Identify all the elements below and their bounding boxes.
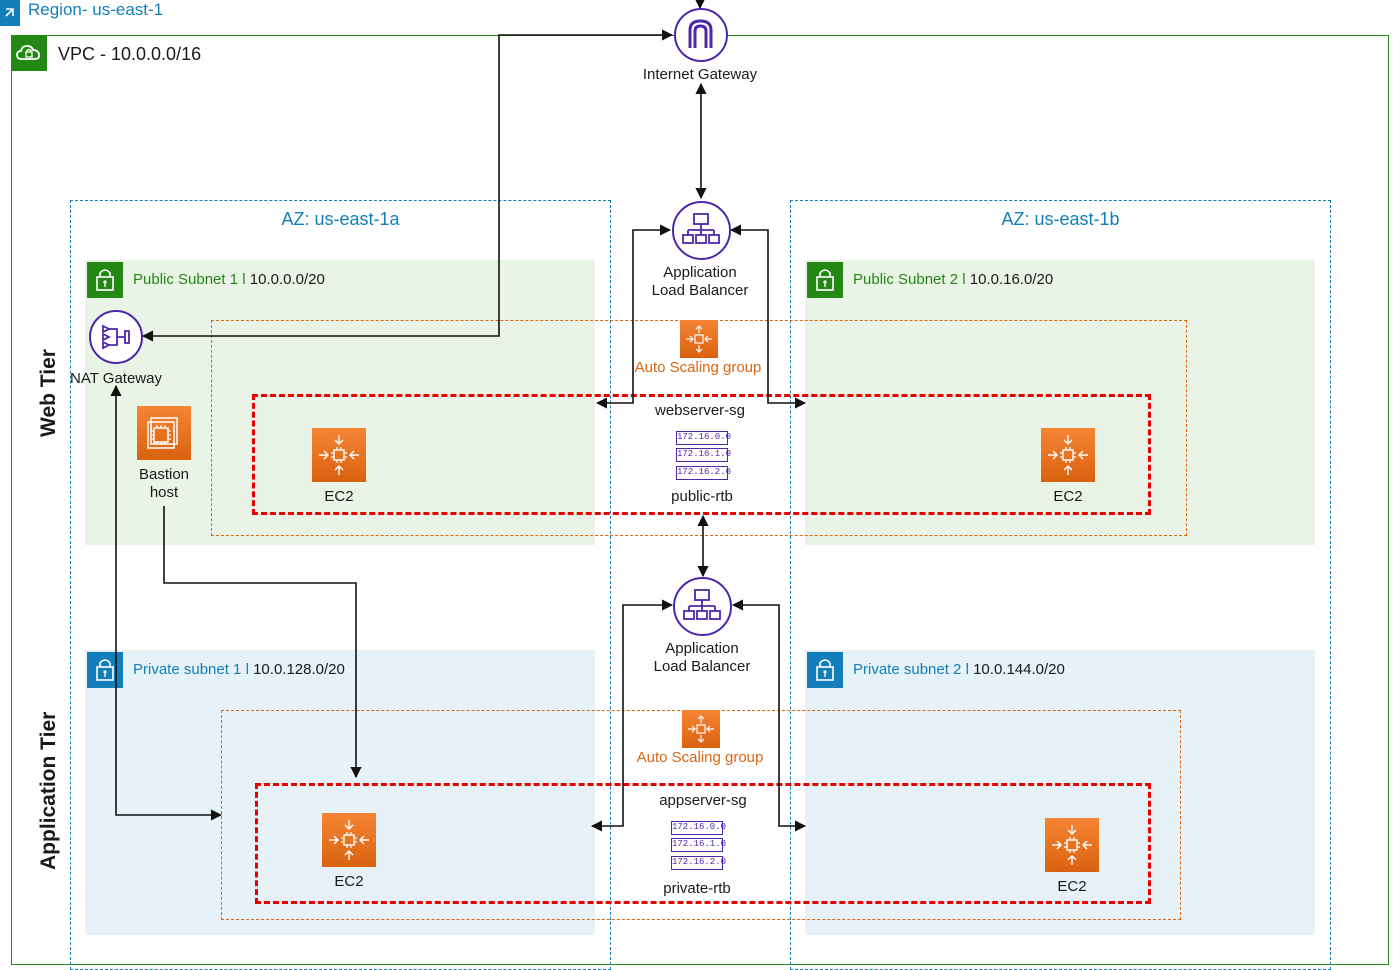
- webserver-security-group: [252, 394, 1151, 515]
- ec2-icon: [322, 813, 376, 867]
- internet-gateway-label: Internet Gateway: [642, 66, 758, 83]
- subnet-separator: l: [965, 661, 969, 678]
- web-ec2-left-label: EC2: [324, 488, 354, 505]
- lock-icon: [807, 262, 843, 298]
- subnet-name: Public Subnet 2: [853, 271, 959, 288]
- appserver-security-group: [255, 783, 1151, 904]
- internet-gateway-icon: [674, 8, 728, 62]
- private-subnet-2: [805, 650, 1315, 935]
- app-ec2-left-label: EC2: [334, 873, 364, 890]
- web-alb-label-line1: Application: [663, 264, 737, 281]
- subnet-cidr: 10.0.144.0/20: [973, 661, 1065, 678]
- private-rtb-label: private-rtb: [663, 880, 731, 897]
- app-alb-right-connector: [731, 599, 807, 832]
- lock-icon: [807, 652, 843, 688]
- web-alb-right-connector: [729, 224, 807, 409]
- subnet-name: Private subnet 2: [853, 661, 962, 678]
- auto-scaling-icon: [680, 320, 718, 358]
- route-entry: 172.16.0.0: [671, 821, 726, 835]
- nat-gateway-icon: [89, 310, 143, 364]
- webserver-sg-label: webserver-sg: [654, 402, 746, 419]
- app-alb-label-line2: Load Balancer: [653, 658, 751, 675]
- route-entry: 172.16.2.0: [676, 466, 731, 480]
- nat-private-connector: [110, 384, 223, 821]
- lock-icon: [87, 262, 123, 298]
- nat-gateway-label: NAT Gateway: [70, 370, 162, 387]
- public-route-table-icon: 172.16.0.0 172.16.1.0 172.16.2.0: [676, 431, 731, 481]
- public-subnet-2-label: Public Subnet 2 l 10.0.16.0/20: [853, 271, 1053, 288]
- appserver-sg-label: appserver-sg: [659, 792, 747, 809]
- app-application-load-balancer-icon: [673, 577, 732, 636]
- subnet-cidr: 10.0.128.0/20: [253, 661, 345, 678]
- app-alb-label-line1: Application: [665, 640, 739, 657]
- az-label-1b: AZ: us-east-1b: [1001, 209, 1120, 229]
- subnet-cidr: 10.0.16.0/20: [969, 271, 1054, 288]
- subnet-separator: l: [245, 661, 249, 678]
- auto-scaling-icon: [682, 710, 720, 748]
- public-rtb-label: public-rtb: [671, 488, 733, 505]
- vpc-cloud-icon: [11, 35, 47, 71]
- bastion-label-line1: Bastion: [138, 466, 190, 483]
- web-alb-label: Application Load Balancer: [620, 264, 780, 300]
- ec2-icon: [1045, 818, 1099, 872]
- route-entry: 172.16.1.0: [676, 448, 731, 462]
- web-alb-label-line2: Load Balancer: [651, 282, 749, 299]
- bastion-app-connector: [163, 506, 362, 779]
- ec2-icon: [312, 428, 366, 482]
- bastion-label-line2: host: [149, 484, 179, 501]
- public-subnet-2: [805, 260, 1315, 545]
- web-alb-left-connector: [595, 224, 672, 409]
- region-label: Region- us-east-1: [28, 0, 164, 19]
- app-alb-label: Application Load Balancer: [622, 640, 782, 676]
- nat-igw-connector: [141, 29, 674, 342]
- region-icon: [0, 0, 20, 26]
- route-entry: 172.16.1.0: [671, 838, 726, 852]
- private-route-table-icon: 172.16.0.0 172.16.1.0 172.16.2.0: [671, 821, 726, 871]
- private-subnet-2-label: Private subnet 2 l 10.0.144.0/20: [853, 661, 1065, 678]
- web-application-load-balancer-icon: [672, 201, 731, 260]
- web-ec2-right-label: EC2: [1053, 488, 1083, 505]
- app-asg-label: Auto Scaling group: [636, 749, 764, 766]
- web-asg-label: Auto Scaling group: [634, 359, 762, 376]
- app-alb-left-connector: [590, 599, 674, 832]
- bastion-host-icon: [137, 406, 191, 460]
- subnet-separator: l: [962, 271, 966, 288]
- route-entry: 172.16.0.0: [676, 431, 731, 445]
- app-ec2-right-label: EC2: [1057, 878, 1087, 895]
- bastion-host-label: Bastion host: [114, 466, 214, 502]
- route-entry: 172.16.2.0: [671, 856, 726, 870]
- ec2-icon: [1041, 428, 1095, 482]
